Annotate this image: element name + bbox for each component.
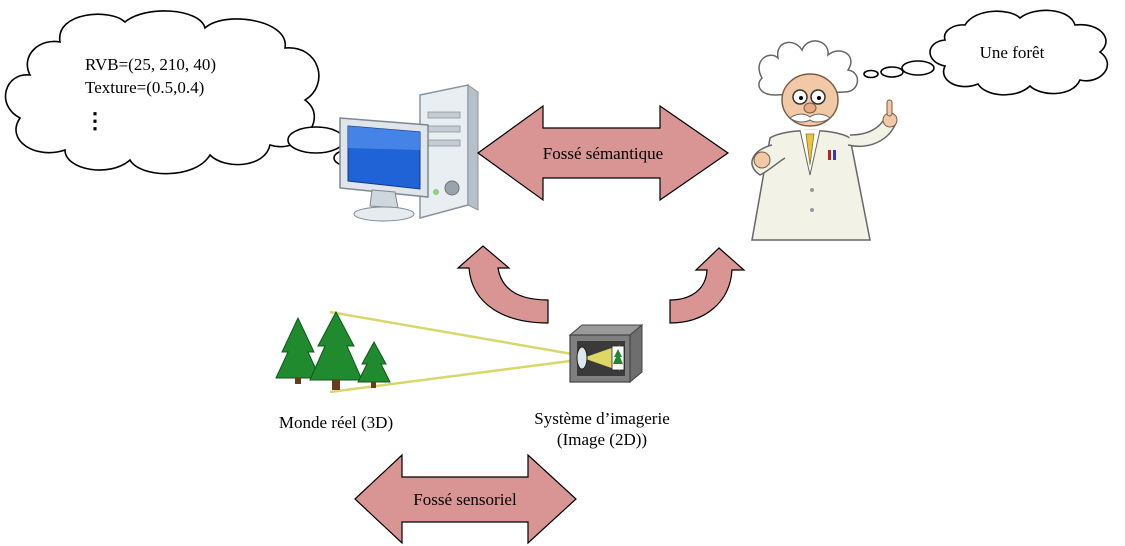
sensory-gap-arrow: Fossé sensoriel [354, 453, 577, 545]
human-thought-text: Une forêt [980, 43, 1045, 62]
computer-icon [339, 84, 479, 222]
imaging-system-label-line2: (Image (2D)) [557, 430, 647, 449]
computer-thought-cloud: RVB=(25, 210, 40) Texture=(0.5,0.4) ⋮ [4, 10, 395, 175]
cloud-shape [863, 9, 1109, 96]
professor-icon [751, 40, 898, 241]
trees-icon [275, 310, 391, 390]
sensory-gap-label: Fossé sensoriel [413, 490, 517, 509]
curved-arrow-left [456, 245, 549, 324]
curved-arrow-right [669, 247, 746, 324]
imaging-system-label-line1: Système d’imagerie [534, 409, 670, 428]
computer-thought-ellipsis: ⋮ [84, 108, 106, 133]
semantic-gap-label: Fossé sémantique [543, 144, 663, 163]
computer-thought-line1: RVB=(25, 210, 40) [85, 55, 216, 74]
semantic-gap-arrow: Fossé sémantique [476, 104, 730, 202]
camera-icon [568, 323, 644, 384]
computer-thought-line2: Texture=(0.5,0.4) [85, 78, 204, 97]
human-thought-cloud: Une forêt [863, 9, 1109, 96]
real-world-label: Monde réel (3D) [279, 413, 393, 432]
